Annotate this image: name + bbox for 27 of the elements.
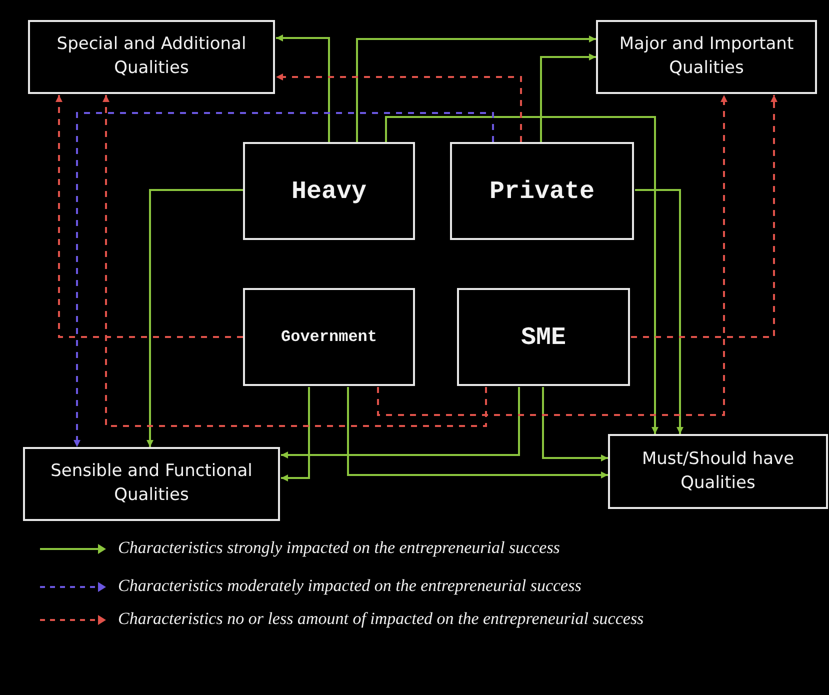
arrow bbox=[540, 54, 596, 142]
quality-box: Must/Should have Qualities bbox=[608, 434, 828, 509]
arrow bbox=[146, 189, 243, 447]
arrow bbox=[631, 95, 778, 338]
arrow bbox=[635, 189, 684, 434]
arrow bbox=[56, 95, 243, 338]
arrow bbox=[377, 95, 728, 416]
quality-box: Major and Important Qualities bbox=[596, 20, 817, 94]
quality-box: Sensible and Functional Qualities bbox=[23, 447, 280, 521]
sector-box: Private bbox=[450, 142, 634, 240]
arrow bbox=[276, 34, 330, 142]
arrow bbox=[542, 387, 608, 462]
arrow bbox=[356, 36, 596, 142]
arrow bbox=[74, 112, 494, 447]
arrow bbox=[281, 387, 310, 482]
sector-box: Government bbox=[243, 288, 415, 386]
legend-text: Characteristics moderately impacted on the entrepreneurial success bbox=[118, 576, 582, 596]
arrow bbox=[385, 116, 658, 434]
sector-box: Heavy bbox=[243, 142, 415, 240]
arrow bbox=[281, 387, 520, 458]
legend-text: Characteristics strongly impacted on the entrepreneurial success bbox=[118, 538, 560, 558]
arrow bbox=[102, 95, 487, 427]
legend-text: Characteristics no or less amount of impacted on the entrepreneurial success bbox=[118, 609, 644, 629]
arrow bbox=[347, 387, 608, 478]
quality-box: Special and Additional Qualities bbox=[28, 20, 275, 94]
sector-box: SME bbox=[457, 288, 630, 386]
arrow bbox=[276, 74, 522, 142]
